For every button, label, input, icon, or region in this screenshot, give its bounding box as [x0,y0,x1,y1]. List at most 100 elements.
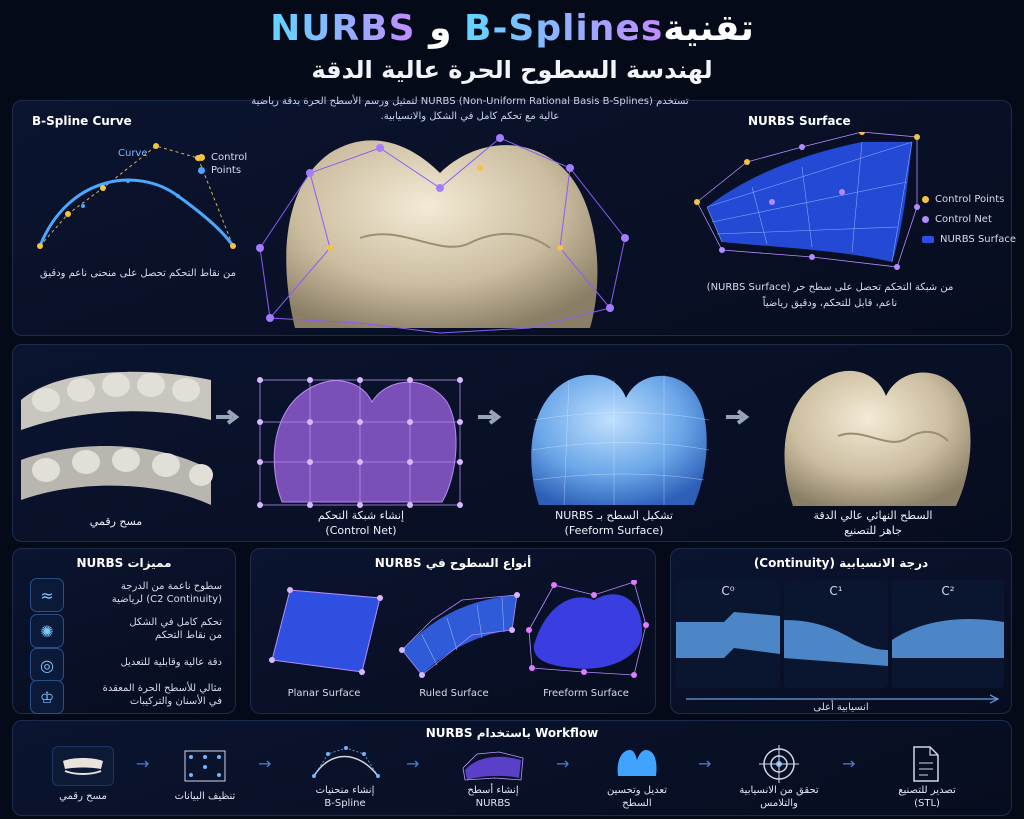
workflow-step-6-label: تحقق من الانسيابية والتلامس [724,784,834,810]
page-subtitle: لهندسة السطوح الحرة عالية الدقة [311,56,713,84]
tooth-icon: ♔ [30,680,64,714]
process-step-1-line1: مسح رقمي [89,515,143,528]
workflow-step-6-line1: تحقق من الانسيابية [739,785,819,796]
ruled-surface-diagram [399,592,520,678]
feature-4-line2: في الأسنان والتركيبات [129,696,222,707]
surface-type-ruled: Ruled Surface [419,688,489,699]
nurbs-caption: من شبكة التحكم تحصل على سطح حر (NURBS Su… [700,280,960,312]
continuity-label-c1: C¹ [829,584,843,598]
surface-type-freeform: Freeform Surface [543,688,629,699]
feature-3-line1: دقة عالية وقابلية للتعديل [120,657,222,668]
nurbs-surface-icon [460,746,526,786]
arrow-right-icon: → [556,754,570,773]
page-title: NURBS و B-Splinesتقنية [0,8,1024,49]
workflow-step-7-line2: (STL) [914,798,940,809]
target-check-icon [756,744,802,784]
process-step-2-line1: إنشاء شبكة التحكم [317,509,405,522]
control-net-tooth-image [257,377,463,508]
workflow-step-7-line1: تصدير للتصنيع [898,785,956,796]
bspline-legend-points: Points [198,165,241,176]
workflow-step-2-label: تنظيف البيانات [150,790,260,803]
features-title: مميزات NURBS [76,556,172,570]
continuity-card-c2: C² [892,580,1004,688]
arrow-right-icon [216,409,240,425]
process-step-1-caption: مسح رقمي [16,514,216,529]
feature-item-1: سطوح ناعمة من الدرجة (C2 Continuity) لري… [72,580,222,606]
target-gear-icon: ✺ [30,614,64,648]
c1-shape [784,620,888,666]
process-step-3-line2: (Feeform Surface) [564,524,664,537]
feature-item-3: دقة عالية وقابلية للتعديل [72,656,222,669]
nurbs-panel-title: NURBS Surface [748,114,851,128]
legend-text-2: NURBS Surface [940,234,1017,245]
nurbs-surface-diagram [694,132,920,270]
dental-scan-image [21,371,213,505]
arrow-right-icon [478,409,502,425]
continuity-card-c1: C¹ [784,580,888,688]
bspline-caption: من نقاط التحكم تحصل على منحنى ناعم ودقيق [40,268,236,279]
arrow-right-icon: → [136,754,150,773]
bspline-legend-control: Control [198,152,247,163]
nurbs-legend: Control Points Control Net NURBS Surface [922,190,1016,250]
workflow-step-4-line1: إنشاء أسطح [467,785,519,796]
final-tooth-image [784,370,971,506]
legend-control-points: Control Points [922,190,1016,210]
process-step-4-line1: السطح النهائي عالي الدقة [813,509,933,522]
nurbs-caption-line1: من شبكة التحكم تحصل على سطح حر (NURBS Su… [706,282,954,293]
wave-icon: ≈ [30,578,64,612]
workflow-step-1-line1: مسح رقمي [59,791,107,802]
surface-types-title: أنواع السطوح في NURBS [374,556,532,570]
workflow-step-7-label: تصدير للتصنيع (STL) [872,784,982,810]
c2-shape [892,619,1004,658]
bspline-panel-title: B-Spline Curve [32,114,132,128]
workflow-step-3-line2: B-Spline [324,798,366,809]
arrow-right-icon: → [698,754,712,773]
refine-surface-icon [612,744,662,784]
process-step-2-caption: إنشاء شبكة التحكم (Control Net) [252,508,470,538]
feature-4-line1: مثالي للأسطح الحرة المعقدة [102,683,222,694]
legend-text-1: Control Net [935,214,992,225]
legend-points-text: Points [211,165,242,176]
workflow-step-5-label: تعديل وتحسين السطح [582,784,692,810]
workflow-step-5-line1: تعديل وتحسين [606,785,667,796]
continuity-label-c2: C² [941,584,955,598]
workflow-step-5-line2: السطح [622,798,652,809]
legend-text-0: Control Points [935,194,1005,205]
process-step-4-line2: جاهز للتصنيع [844,524,902,537]
continuity-axis-label: انسيابية أعلى [813,702,869,713]
feature-1-line1: سطوح ناعمة من الدرجة [120,581,222,592]
planar-surface-diagram [269,587,383,675]
bspline-curve-label: Curve [118,148,148,159]
process-step-3-line1: تشكيل السطح بـ NURBS [555,509,673,522]
surface-type-planar: Planar Surface [287,688,361,699]
workflow-step-4-line2: NURBS [475,798,511,809]
legend-nurbs-surface: NURBS Surface [922,230,1016,250]
workflow-step-1-label: مسح رقمي [28,790,138,803]
feature-2-line1: تحكم كامل في الشكل [129,617,222,628]
arrow-right-icon [726,409,750,425]
arrow-right-icon: → [258,754,272,773]
continuity-title: درجة الانسيابية (Continuity) [753,556,929,570]
arrow-right-icon: → [406,754,420,773]
continuity-card-c0: C⁰ [676,580,780,688]
workflow-step-3-line1: إنشاء منحنيات [315,785,375,796]
title-prefix: تقنية [663,8,754,49]
crosshair-icon: ◎ [30,648,64,682]
document-export-icon [906,744,946,784]
continuity-label-c0: C⁰ [721,584,735,598]
continuity-axis-arrow [686,694,1000,704]
c0-shape [676,612,780,658]
arrow-right-icon: → [842,754,856,773]
feature-2-line2: من نقاط التحكم [155,630,222,641]
process-step-2-line2: (Control Net) [325,524,397,537]
workflow-title: Workflow باستخدام NURBS [425,726,599,740]
hero-tooth-render [256,134,629,334]
scan-icon [52,746,114,786]
legend-control-net: Control Net [922,210,1016,230]
workflow-step-3-label: إنشاء منحنيات B-Spline [290,784,400,810]
legend-control-text: Control [211,152,248,163]
feature-1-line2: (C2 Continuity) لرياضية [111,594,222,605]
title-bsplines: B-Splines [464,8,664,49]
workflow-step-4-label: إنشاء أسطح NURBS [438,784,548,810]
intro-description: تستخدم NURBS (Non-Uniform Rational Basis… [251,96,689,122]
